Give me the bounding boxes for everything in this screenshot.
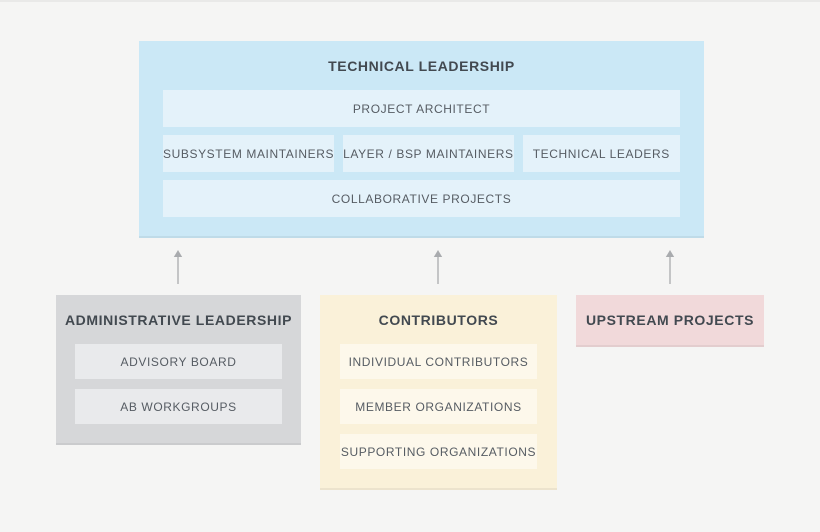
collaborative-projects-box: COLLABORATIVE PROJECTS: [163, 180, 680, 217]
upstream-projects-title: UPSTREAM PROJECTS: [585, 312, 755, 328]
advisory-board-box: ADVISORY BOARD: [75, 344, 282, 379]
technical-leadership-title: TECHNICAL LEADERSHIP: [328, 57, 515, 74]
member-organizations-box: MEMBER ORGANIZATIONS: [340, 389, 537, 424]
up-arrow-icon: [665, 250, 675, 284]
upstream-projects-panel: UPSTREAM PROJECTS: [576, 295, 764, 347]
subsystem-maintainers-box: SUBSYSTEM MAINTAINERS: [163, 135, 335, 172]
up-arrow-icon: [433, 250, 443, 284]
up-arrow-icon: [173, 250, 183, 284]
contributors-title: CONTRIBUTORS: [378, 311, 499, 328]
ab-workgroups-box: AB WORKGROUPS: [75, 389, 282, 424]
project-architect-box: PROJECT ARCHITECT: [163, 90, 680, 127]
administrative-leadership-panel: ADMINISTRATIVE LEADERSHIP ADVISORY BOARD…: [56, 295, 301, 445]
administrative-leadership-title: ADMINISTRATIVE LEADERSHIP: [64, 311, 293, 328]
supporting-organizations-box: SUPPORTING ORGANIZATIONS: [340, 434, 537, 469]
top-border: [0, 0, 820, 2]
contributors-panel: CONTRIBUTORS INDIVIDUAL CONTRIBUTORS MEM…: [320, 295, 557, 490]
maintainers-row: SUBSYSTEM MAINTAINERS LAYER / BSP MAINTA…: [163, 135, 680, 172]
technical-leaders-box: TECHNICAL LEADERS: [522, 135, 680, 172]
technical-leadership-panel: TECHNICAL LEADERSHIP PROJECT ARCHITECT S…: [139, 41, 704, 238]
individual-contributors-box: INDIVIDUAL CONTRIBUTORS: [340, 344, 537, 379]
layer-bsp-maintainers-box: LAYER / BSP MAINTAINERS: [343, 135, 514, 172]
